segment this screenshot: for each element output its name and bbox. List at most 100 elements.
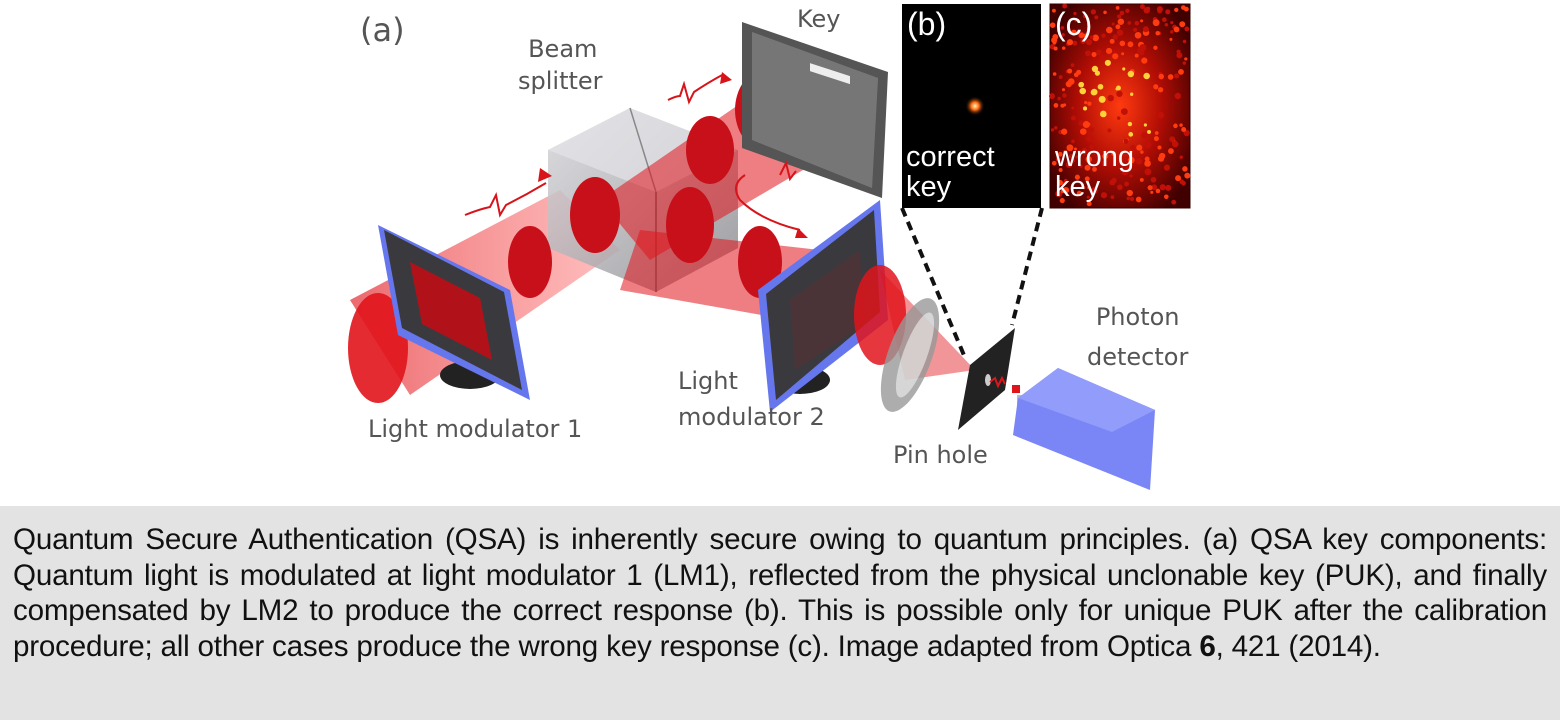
speckle-dot — [1119, 40, 1126, 47]
speckle-dot — [1154, 131, 1159, 135]
light-modulator-1-label: Light modulator 1 — [368, 415, 583, 443]
speckle-dot — [1063, 178, 1068, 183]
speckle-dot — [1058, 75, 1063, 80]
speckle-dot — [1170, 20, 1174, 25]
speckle-dot — [1124, 181, 1130, 187]
speckle-dot — [1086, 195, 1090, 199]
speckle-dot — [1062, 3, 1068, 9]
speckle-dot — [1050, 128, 1055, 132]
speckle-dot — [1147, 129, 1151, 134]
speckle-dot — [1111, 151, 1116, 156]
speckle-dot — [1109, 38, 1115, 44]
speckle-dot — [1121, 52, 1125, 56]
speckle-dot — [1099, 110, 1107, 118]
caption-volume: 6 — [1199, 629, 1216, 663]
figure-caption: Quantum Secure Authentication (QSA) is i… — [0, 506, 1560, 720]
speckle-dot — [1071, 106, 1075, 110]
speckle-dot — [1144, 141, 1152, 149]
speckle-dot — [1174, 73, 1180, 79]
speckle-dot — [1151, 184, 1158, 191]
speckle-dot — [1140, 150, 1144, 154]
speckle-dot — [1095, 49, 1102, 56]
speckle-dot — [1071, 139, 1075, 144]
speckle-dot — [1106, 26, 1113, 34]
speckle-dot — [1184, 26, 1190, 32]
speckle-dot — [1147, 185, 1153, 191]
photon-arrows — [464, 73, 801, 231]
speckle-dot — [1066, 144, 1074, 152]
speckle-dot — [1143, 72, 1150, 80]
speckle-dot — [1083, 106, 1088, 111]
speckle-dot — [1053, 46, 1058, 51]
panel-a-label: (a) — [360, 11, 405, 49]
speckle-dot — [1073, 11, 1077, 16]
speckle-dot — [1134, 53, 1139, 58]
speckle-dot — [1173, 123, 1178, 129]
speckle-dot — [1182, 61, 1186, 65]
speckle-dot — [1110, 195, 1115, 200]
speckle-dot — [1081, 147, 1088, 154]
speckle-dot — [1060, 26, 1065, 30]
speckle-dot — [1078, 32, 1085, 39]
speckle-dot — [1143, 6, 1150, 14]
speckle-dot — [1125, 8, 1130, 13]
speckle-dot — [1159, 157, 1164, 162]
speckle-dot — [1091, 51, 1097, 58]
speckle-dot — [1092, 34, 1099, 42]
speckle-dot — [1182, 39, 1187, 44]
speckle-dot — [1062, 186, 1070, 194]
speckle-dot — [1134, 20, 1140, 26]
beam-splitter-label-line2: splitter — [518, 66, 603, 95]
speckle-dot — [1129, 196, 1135, 202]
speckle-dot — [1176, 52, 1183, 59]
light-modulator-2-label-line1: Light — [678, 367, 738, 395]
speckle-dot — [1150, 190, 1154, 194]
speckle-dot — [1090, 88, 1098, 96]
speckle-dot — [1077, 149, 1082, 154]
speckle-dot — [1153, 136, 1159, 142]
speckle-dot — [1090, 9, 1097, 15]
speckle-dot — [1063, 103, 1067, 107]
speckle-dot — [1049, 22, 1056, 28]
speckle-dot — [1150, 176, 1157, 183]
speckle-dot — [1165, 184, 1172, 191]
beam-splitter-label: Beam splitter — [518, 35, 603, 95]
caption-body: Quantum Secure Authentication (QSA) is i… — [13, 523, 1547, 663]
speckle-dot — [1085, 38, 1093, 46]
speckle-dot — [1157, 111, 1165, 119]
speckle-dot — [1083, 37, 1087, 42]
speckle-dot — [1127, 41, 1134, 48]
speckle-dot — [1073, 147, 1078, 151]
light-modulator-2-label: Light modulator 2 — [678, 367, 825, 431]
speckle-dot — [1143, 123, 1147, 127]
speckle-dot — [1117, 14, 1122, 19]
caption-citation: , 421 (2014). — [1215, 629, 1381, 663]
speckle-dot — [1089, 144, 1095, 150]
speckle-dot — [1066, 39, 1074, 46]
speckle-dot — [1123, 138, 1129, 144]
speckle-dot — [1063, 150, 1068, 155]
speckle-dot — [1071, 115, 1076, 121]
panel-c-text-line1: wrong — [1055, 141, 1134, 173]
speckle-dot — [1153, 45, 1158, 50]
speckle-dot — [1062, 93, 1067, 98]
speckle-dot — [1144, 156, 1150, 162]
speckle-dot — [1065, 161, 1073, 168]
speckle-dot — [1155, 188, 1161, 194]
speckle-dot — [1059, 197, 1065, 204]
wavefront-patterns — [508, 70, 795, 298]
speckle-dot — [1104, 59, 1111, 66]
qsa-setup-illustration — [348, 3, 1191, 490]
qsa-figure: (a) Beam splitter Key Light modulator 1 … — [348, 3, 1191, 490]
speckle-dot — [1127, 156, 1135, 164]
speckle-dot — [1051, 160, 1057, 166]
photon-detector-label-line1: Photon — [1095, 303, 1180, 331]
speckle-dot — [1055, 190, 1063, 198]
panel-c-text-line2: key — [1055, 171, 1101, 204]
speckle-dot — [1097, 83, 1104, 90]
speckle-dot — [1082, 185, 1086, 190]
speckle-dot — [1116, 116, 1121, 120]
speckle-dot — [1129, 92, 1134, 96]
speckle-dot — [1117, 18, 1125, 25]
pin-hole — [958, 328, 1020, 430]
